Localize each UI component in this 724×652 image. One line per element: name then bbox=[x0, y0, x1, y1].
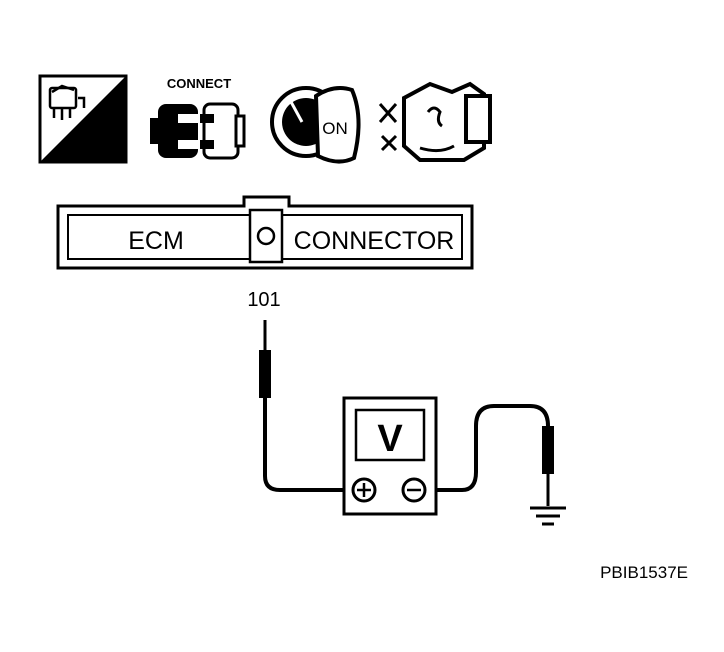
ecm-label: ECM bbox=[128, 227, 184, 255]
connect-label: CONNECT bbox=[167, 76, 231, 91]
ignition-on-icon: ON bbox=[270, 86, 361, 164]
key-on-label: ON bbox=[322, 119, 348, 138]
connector-label: CONNECTOR bbox=[294, 227, 455, 255]
hs-label: H.S. bbox=[80, 140, 117, 161]
voltmeter: V bbox=[342, 396, 438, 516]
plus-terminal-icon bbox=[351, 477, 377, 503]
negative-lead bbox=[428, 404, 554, 506]
connect-icon: CONNECT bbox=[150, 76, 246, 160]
meter-symbol: V bbox=[377, 418, 403, 460]
engine-running-icon bbox=[378, 81, 492, 162]
hot-start-icon: H.S. bbox=[38, 74, 128, 164]
minus-terminal-icon bbox=[401, 477, 427, 503]
terminal-number: 101 bbox=[247, 289, 280, 311]
ground-icon bbox=[530, 506, 566, 526]
ecm-connector: ECM CONNECTOR bbox=[56, 195, 474, 270]
figure-code: PBIB1537E bbox=[600, 563, 688, 582]
positive-probe bbox=[259, 320, 350, 492]
terminal-pin bbox=[256, 226, 276, 246]
meter-display bbox=[354, 408, 426, 462]
